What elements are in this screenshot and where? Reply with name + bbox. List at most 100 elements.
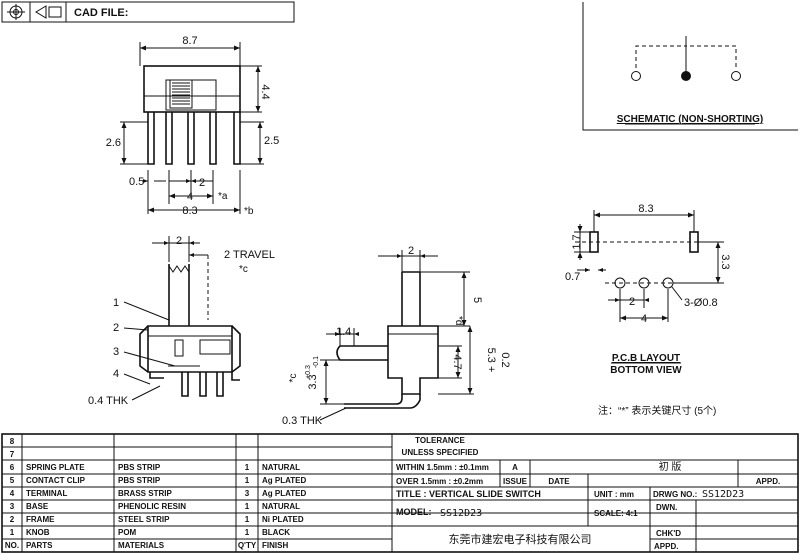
bom-cell-qty: 1 — [245, 528, 250, 537]
bom-cell-no: 8 — [10, 437, 15, 446]
cad-header: CAD FILE: — [1, 1, 295, 23]
bom-cell-qty: 1 — [245, 476, 250, 485]
tolerance-line-1: TOLERANCE — [415, 436, 465, 445]
slider-knob-top — [169, 79, 193, 109]
bom-cell-material: POM — [118, 528, 137, 537]
side-tab — [336, 345, 388, 361]
bom-cell-finish: NATURAL — [262, 502, 300, 511]
bom-cell-no: 6 — [10, 463, 15, 472]
bom-cell-finish: NATURAL — [262, 463, 300, 472]
tolerance-line-2: UNLESS SPECIFIED — [402, 448, 479, 457]
drwg-label: DRWG NO.: — [653, 490, 697, 499]
projection-symbol-icon — [7, 4, 62, 20]
cad-file-label: CAD FILE: — [74, 7, 128, 19]
pin-right-dim: 2.5 — [264, 135, 279, 147]
bom-cell-no: 5 — [10, 476, 15, 485]
pcb-layout: 8.3 1.7 0.7 3.3 2 4 3-Ø0.8 — [565, 203, 731, 376]
bom-cell-no: NO. — [5, 541, 19, 550]
mark-b: *b — [244, 206, 254, 217]
tolerance-over: OVER 1.5mm : ±0.2mm — [396, 477, 483, 486]
knob-width-dim: 2 — [176, 235, 182, 247]
bom-cell-finish: Ni PLATED — [262, 515, 304, 524]
scale-label: SCALE: 4:1 — [594, 509, 638, 518]
bom-cell-no: 2 — [10, 515, 15, 524]
top-view: 8.7 4.4 2.6 2.5 — [106, 35, 280, 217]
callout-1: 1 — [113, 297, 119, 309]
front-pins — [181, 372, 224, 397]
date-label: DATE — [548, 477, 570, 486]
bom-cell-part: BASE — [26, 502, 49, 511]
pcb-pitch-inner-dim: 2 — [629, 296, 635, 308]
travel-dim: 2 TRAVEL — [224, 249, 275, 261]
chkd-label: CHK'D — [656, 529, 681, 538]
body-height-dim: 4.7 — [451, 354, 463, 369]
rev-a: A — [512, 463, 518, 472]
bom-cell-no: 3 — [10, 502, 15, 511]
bom-cell-qty: 1 — [245, 463, 250, 472]
top-height-dim: 4.4 — [259, 84, 271, 99]
bom-cell-material: PHENOLIC RESIN — [118, 502, 186, 511]
span-dim: 8.3 — [182, 205, 197, 217]
company-name: 东莞市建宏电子科技有限公司 — [449, 532, 592, 546]
issue-label: ISSUE — [503, 477, 528, 486]
front-thickness-dim: 0.4 THK — [88, 395, 129, 407]
mark-a: *a — [218, 191, 228, 202]
bom-cell-material: MATERIALS — [118, 541, 165, 550]
bom-cell-part: SPRING PLATE — [26, 463, 85, 472]
key-dimension-note: 注：“*” 表示关键尺寸 (5个) — [598, 404, 716, 417]
pcb-caption-2: BOTTOM VIEW — [610, 365, 682, 376]
front-body — [147, 325, 233, 373]
bom-cell-no: 7 — [10, 450, 15, 459]
bom-row-8: 8 — [10, 437, 15, 446]
appd-label-1: APPD. — [756, 477, 780, 486]
travel-mark-c: *c — [239, 264, 248, 275]
pitch-inner-dim: 2 — [199, 177, 205, 189]
front-view: 2 2 TRAVEL *c 1 2 3 4 0.4 THK — [88, 235, 275, 407]
knob-stem — [168, 264, 190, 326]
lead-mark-c: *c — [288, 374, 299, 383]
top-width-dim: 8.7 — [182, 35, 197, 47]
side-lead — [344, 394, 421, 409]
side-knob — [401, 271, 421, 326]
title-block: TOLERANCE UNLESS SPECIFIED WITHIN 1.5mm … — [392, 436, 798, 552]
bom-cell-finish: Ag PLATED — [262, 489, 307, 498]
pcb-pitch-outer-dim: 4 — [641, 313, 647, 325]
switch-body-top — [143, 65, 241, 113]
pcb-hole-dim: 3-Ø0.8 — [684, 297, 718, 309]
pcb-offset-dim: 0.7 — [565, 271, 580, 283]
bom-cell-qty: 3 — [245, 489, 250, 498]
bom-cell-finish: FINISH — [262, 541, 288, 550]
side-body — [387, 325, 439, 395]
bom-row-7: 7 — [10, 450, 15, 459]
tol-line-2: 0.2 — [499, 352, 511, 367]
bom-cell-material: STEEL STRIP — [118, 515, 170, 524]
bom-cell-part: TERMINAL — [26, 489, 67, 498]
pcb-caption-1: P.C.B LAYOUT — [612, 353, 680, 364]
callout-2: 2 — [113, 322, 119, 334]
bom-row-6: 6 SPRING PLATE PBS STRIP 1 NATURAL — [10, 463, 300, 472]
pcb-row-gap-dim: 3.3 — [719, 254, 731, 269]
side-view: 2 5 *d 1.4 4.7 5.3 + 0.2 3.3 +0.3 — [282, 245, 511, 427]
bom-cell-finish: Ag PLATED — [262, 476, 307, 485]
lead-tol-plus: +0.3 — [305, 365, 312, 379]
bom-cell-part: PARTS — [26, 541, 53, 550]
terminal-common — [681, 71, 691, 81]
bom-cell-material: PBS STRIP — [118, 463, 161, 472]
lead-tol-minus: -0.1 — [313, 356, 320, 368]
bom-cell-no: 4 — [10, 489, 15, 498]
tol-line-1: 5.3 + — [485, 348, 497, 373]
tab-dim: 1.4 — [336, 326, 351, 338]
schematic-caption: SCHEMATIC (NON-SHORTING) — [617, 114, 763, 125]
unit-label: UNIT : mm — [594, 490, 634, 499]
bom-cell-part: KNOB — [26, 528, 50, 537]
pin-left-dim: 2.6 — [106, 137, 121, 149]
side-thickness-dim: 0.3 THK — [282, 415, 323, 427]
callout-3: 3 — [113, 346, 119, 358]
model-value: SS12D23 — [440, 508, 482, 519]
